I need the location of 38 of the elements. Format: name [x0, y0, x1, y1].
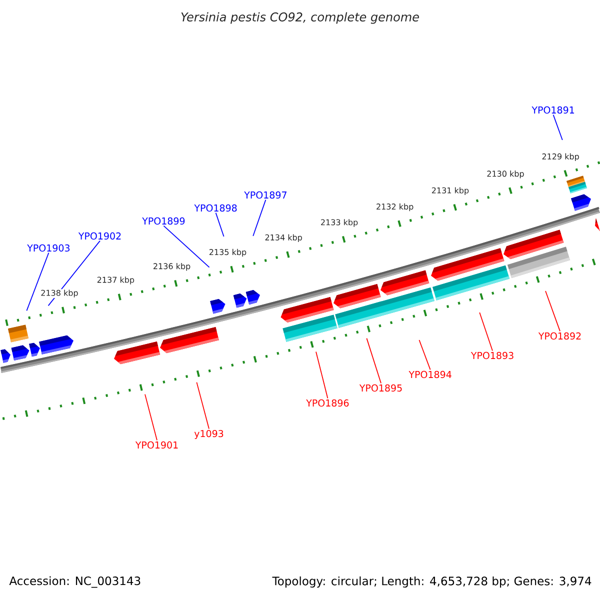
- gene-label: YPO1901: [135, 441, 178, 449]
- leader-line: [366, 338, 382, 384]
- footer-text: Topology: circular; Length: 4,653,728 bp; Genes: 3,974: [272, 576, 592, 588]
- scale-label: 2129 kbp: [541, 152, 580, 162]
- scale-label: 2131 kbp: [430, 186, 470, 196]
- leader-line: [215, 212, 224, 237]
- leader-line: [479, 312, 493, 352]
- scale-label: 2136 kbp: [152, 262, 192, 272]
- leader-line: [144, 394, 158, 441]
- leader-line: [552, 114, 563, 140]
- gene-label: YPO1891: [532, 106, 574, 114]
- gene-label: YPO1897: [244, 191, 286, 199]
- gene-label: YPO1894: [408, 370, 452, 378]
- gene-label: YPO1899: [142, 217, 185, 225]
- gene-label: YPO1892: [538, 332, 581, 340]
- leader-line: [196, 382, 210, 430]
- scale-label: 2138 kbp: [40, 289, 79, 298]
- leader-line: [316, 351, 328, 399]
- footer-text: Accession: NC_003143: [9, 576, 140, 588]
- scale-label: 2130 kbp: [486, 170, 525, 179]
- gene-label: YPO1898: [194, 204, 237, 212]
- gene-label: YPO1903: [27, 244, 70, 252]
- scale-label: 2133 kbp: [320, 218, 359, 228]
- gene-label: YPO1902: [78, 232, 121, 240]
- leader-line: [163, 225, 210, 268]
- gene-label: YPO1895: [359, 384, 402, 392]
- title: Yersinia pestis CO92, complete genome: [181, 12, 419, 24]
- scale-label: 2134 kbp: [264, 234, 304, 243]
- leader-line: [252, 199, 266, 236]
- gene-label: YPO1893: [470, 352, 514, 360]
- scale-label: 2137 kbp: [96, 276, 136, 285]
- leader-line: [418, 340, 431, 370]
- gene-label: y1093: [194, 430, 224, 440]
- scale-label: 2135 kbp: [208, 248, 248, 258]
- leader-line: [545, 290, 560, 332]
- leader-line: [26, 252, 50, 312]
- scale-label: 2132 kbp: [375, 202, 414, 212]
- gene-label: YPO1896: [306, 399, 349, 407]
